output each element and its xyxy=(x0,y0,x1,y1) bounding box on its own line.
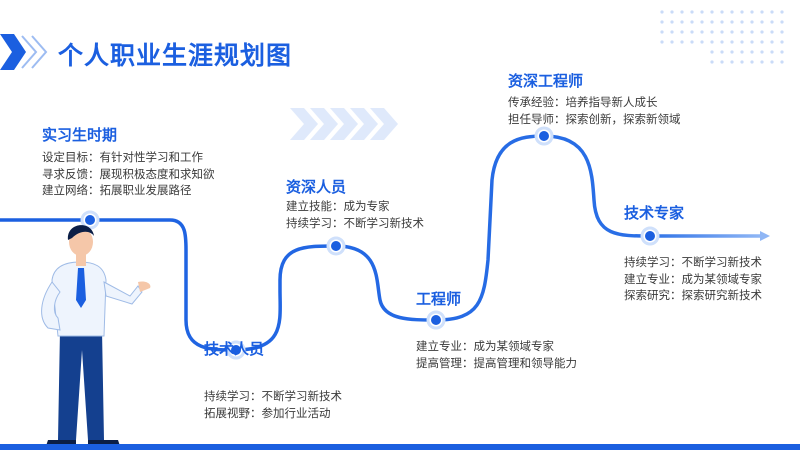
stage-node-2 xyxy=(226,340,246,360)
stage-desc-senior-engineer: 传承经验：培养指导新人成长 担任导师：探索创新，探索新领域 xyxy=(508,94,681,127)
dot-grid-icon xyxy=(660,10,784,64)
stage-item: 建立技能：成为专家 xyxy=(286,199,390,213)
stage-item: 拓展视野：参加行业活动 xyxy=(204,405,331,420)
stage-item: 建立专业：成为某领域专家 xyxy=(624,271,762,286)
background-chevrons-icon xyxy=(290,108,398,140)
stage-node-5 xyxy=(534,126,554,146)
stage-item: 建立网络：拓展职业发展路径 xyxy=(42,183,192,197)
stage-item: 传承经验：培养指导新人成长 xyxy=(508,95,658,109)
stage-desc-intern: 设定目标：有针对性学习和工作 寻求反馈：展现积极态度和求知欲 建立网络：拓展职业… xyxy=(42,149,215,199)
stage-item: 建立专业：成为某领域专家 xyxy=(416,339,554,353)
stage-title-intern: 实习生时期 xyxy=(42,126,118,144)
bottom-accent-bar xyxy=(0,444,800,450)
stage-item: 寻求反馈：展现积极态度和求知欲 xyxy=(42,166,215,181)
stage-node-3 xyxy=(326,236,346,256)
career-path-line xyxy=(0,134,762,352)
stage-title-senior-staff: 资深人员 xyxy=(286,178,347,196)
stage-node-4 xyxy=(426,310,446,330)
stage-item: 担任导师：探索创新，探索新领域 xyxy=(508,111,681,126)
stage-item: 持续学习：不断学习新技术 xyxy=(204,389,342,403)
stage-desc-technician: 持续学习：不断学习新技术 拓展视野：参加行业活动 xyxy=(204,388,342,421)
path-arrowhead-icon xyxy=(760,231,770,241)
stage-item: 探索研究：探索研究新技术 xyxy=(624,288,762,302)
header-chevron-icon xyxy=(0,34,48,70)
stage-title-tech-expert: 技术专家 xyxy=(624,204,685,222)
stage-desc-engineer: 建立专业：成为某领域专家 提高管理：提高管理和领导能力 xyxy=(416,338,577,371)
stage-title-engineer: 工程师 xyxy=(416,290,462,308)
stage-item: 设定目标：有针对性学习和工作 xyxy=(42,150,203,164)
stage-title-technician: 技术人员 xyxy=(204,340,265,358)
stage-item: 持续学习：不断学习新技术 xyxy=(624,255,762,269)
stage-node-1 xyxy=(80,210,100,230)
stage-desc-tech-expert: 持续学习：不断学习新技术 建立专业：成为某领域专家 探索研究：探索研究新技术 xyxy=(624,254,762,304)
stage-title-senior-engineer: 资深工程师 xyxy=(508,72,584,90)
stage-node-6 xyxy=(640,226,660,246)
stage-item: 持续学习：不断学习新技术 xyxy=(286,215,424,230)
businessman-illustration xyxy=(41,225,151,446)
page-title: 个人职业生涯规划图 xyxy=(58,41,293,70)
stage-item: 提高管理：提高管理和领导能力 xyxy=(416,355,577,370)
stage-desc-senior-staff: 建立技能：成为专家 持续学习：不断学习新技术 xyxy=(286,198,424,231)
